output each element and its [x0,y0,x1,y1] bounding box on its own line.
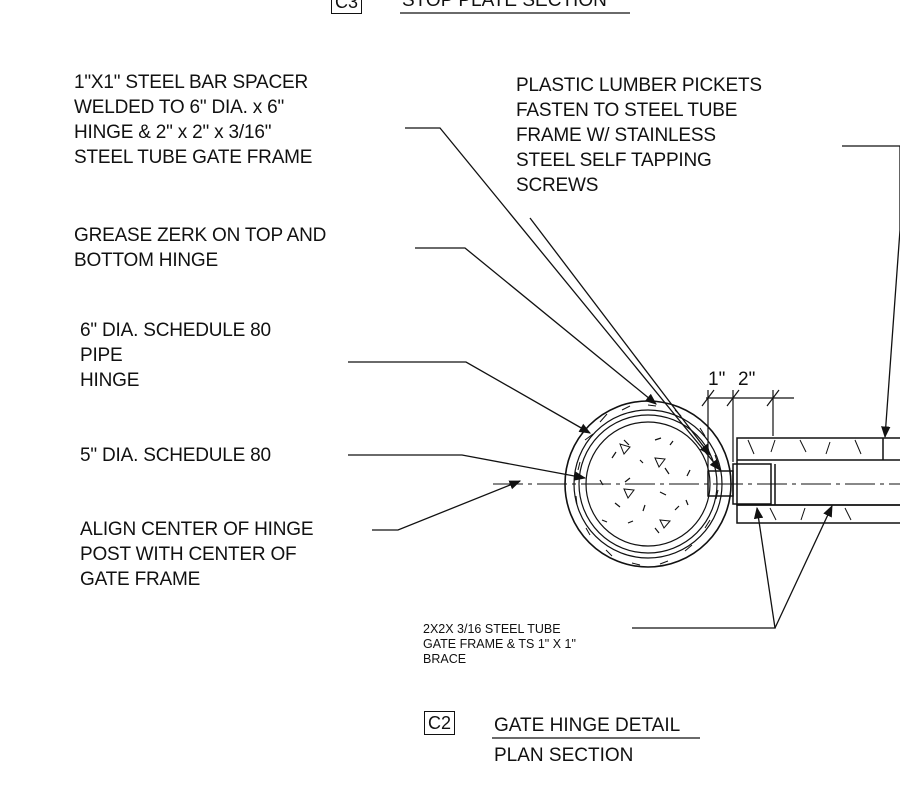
leader-grease [415,247,657,405]
note-pipe5: 5" DIA. SCHEDULE 80 [80,445,271,466]
stop-plate-title: STOP PLATE SECTION [402,0,607,11]
note-align: ALIGN CENTER OF HINGE POST WITH CENTER O… [80,519,314,590]
stop-plate-tag: C3 [331,0,363,14]
concrete-fill [599,437,691,534]
leader-spacer [405,127,721,471]
gate-frame-assembly [707,437,900,524]
leader-tube-a [632,506,776,629]
leader-lines [348,127,900,629]
pipe-wall-hatch [575,404,719,566]
note-pickets: PLASTIC LUMBER PICKETS FASTEN TO STEEL T… [516,75,762,196]
detail-tag: C2 [424,711,456,735]
note-grease: GREASE ZERK ON TOP AND BOTTOM HINGE [74,225,327,271]
note-pipe6: 6" DIA. SCHEDULE 80 PIPE HINGE [80,320,271,391]
dimension-1in: 1" [708,369,726,390]
dimension-lines [701,389,794,470]
leader-align [372,480,522,531]
detail-title: GATE HINGE DETAIL [494,715,681,736]
small-tube [732,463,772,505]
leader-tube-b [774,504,833,629]
leader-pipe6 [348,361,592,434]
leader-pickets-a [529,217,711,456]
gate-frame-tube-outer [736,437,900,506]
leader-pipe5 [348,454,587,481]
note-tube: 2X2X 3/16 STEEL TUBE GATE FRAME & TS 1" … [423,622,576,666]
picket-board [736,504,900,524]
dimension-2in: 2" [738,369,756,390]
detail-subtitle: PLAN SECTION [494,745,634,766]
note-spacer: 1"X1" STEEL BAR SPACER WELDED TO 6" DIA.… [74,72,313,168]
leader-pickets-b [842,145,900,439]
